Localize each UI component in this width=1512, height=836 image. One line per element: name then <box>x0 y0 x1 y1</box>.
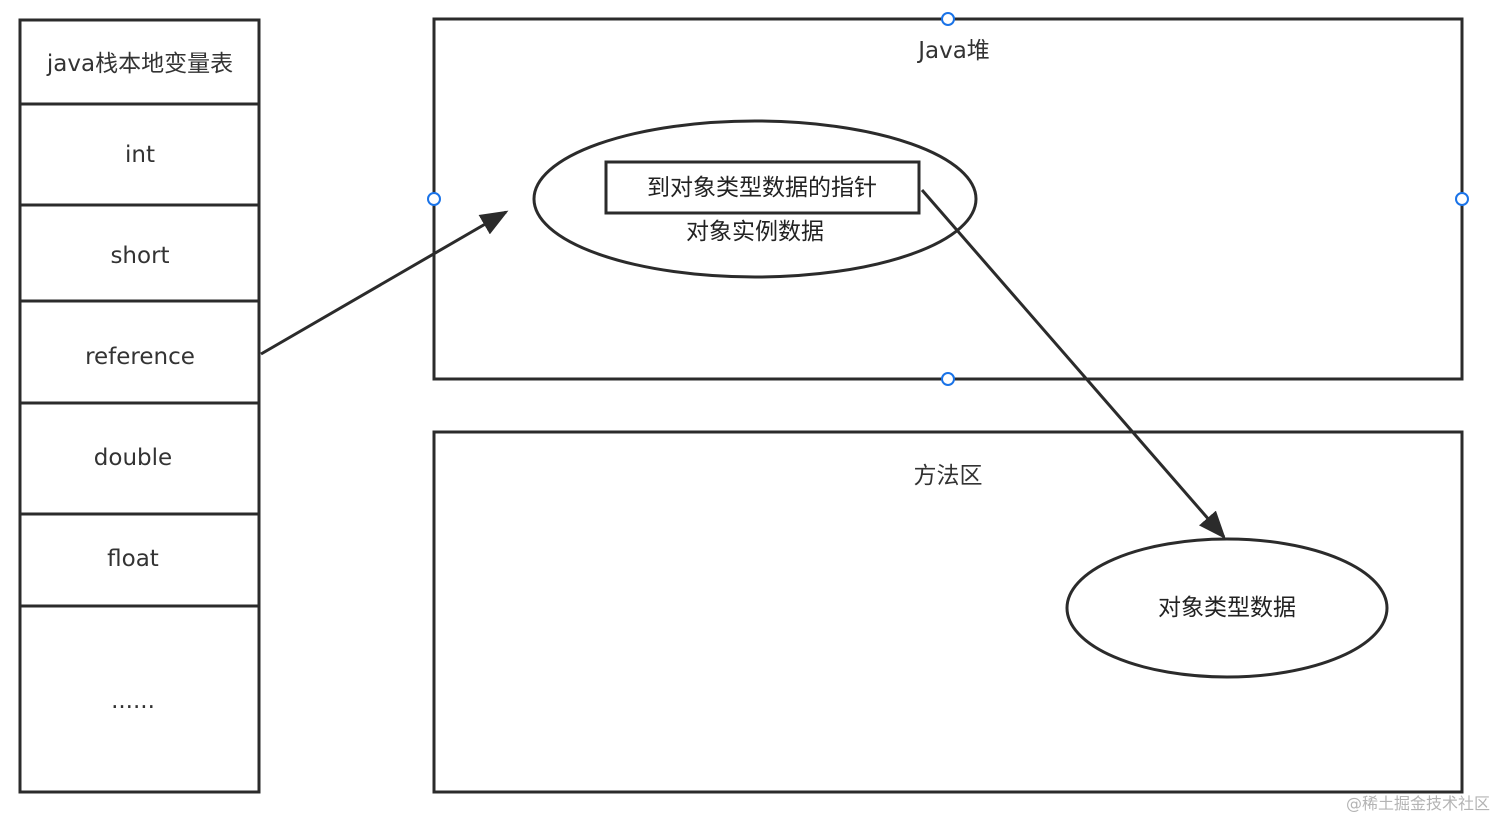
resize-handle-right[interactable] <box>1455 192 1469 206</box>
watermark: @稀土掘金技术社区 <box>1345 794 1490 813</box>
stack-cell-int <box>18 102 261 207</box>
java-heap-title: Java堆 <box>916 38 990 64</box>
stack-cell-label: reference <box>85 344 195 370</box>
stack-cell-label: short <box>110 243 169 269</box>
method-area-title: 方法区 <box>914 463 983 489</box>
type-pointer-label: 到对象类型数据的指针 <box>647 175 877 201</box>
resize-handle-bottom[interactable] <box>941 372 955 386</box>
java-heap-region[interactable]: Java堆 到对象类型数据的指针 对象实例数据 <box>427 12 1469 386</box>
type-data-ellipse[interactable] <box>1065 537 1389 679</box>
type-data-label: 对象类型数据 <box>1158 595 1296 621</box>
stack-cell-float <box>18 512 261 608</box>
stack-cell-label: double <box>94 445 172 471</box>
object-instance-label: 对象实例数据 <box>686 219 824 245</box>
stack-title: java栈本地变量表 <box>46 51 233 77</box>
resize-handle-top[interactable] <box>941 12 955 26</box>
stack-cell-more <box>18 604 261 794</box>
stack-cell-label: ...... <box>111 688 155 714</box>
local-variable-table: java栈本地变量表 int short reference double fl… <box>18 18 261 794</box>
stack-cell-label: int <box>125 142 155 168</box>
stack-cell-label: float <box>107 546 159 572</box>
stack-cell-reference <box>18 299 261 405</box>
resize-handle-left[interactable] <box>427 192 441 206</box>
method-area-region[interactable]: 方法区 对象类型数据 <box>432 430 1464 794</box>
reference-to-object-arrow[interactable] <box>260 210 509 356</box>
type-pointer-box[interactable] <box>604 160 921 215</box>
stack-title-cell <box>18 18 261 106</box>
pointer-to-type-data-arrow[interactable] <box>920 189 1226 540</box>
